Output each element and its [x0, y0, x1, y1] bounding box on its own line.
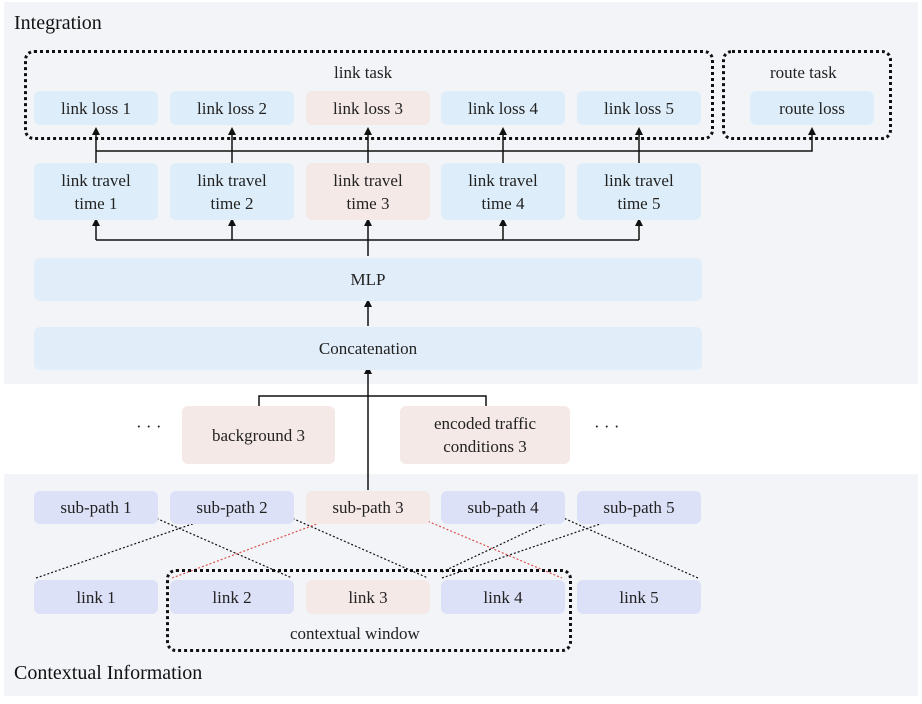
- link-4: link 4: [441, 580, 565, 614]
- cross-line: [35, 521, 199, 579]
- contextual-window: [166, 569, 572, 652]
- link-1: link 1: [34, 580, 158, 614]
- ellipsis-right: · · ·: [594, 417, 620, 436]
- sub-path-4: sub-path 4: [441, 491, 565, 524]
- contextual-window-label: contextual window: [290, 624, 420, 643]
- link-task-label: link task: [334, 63, 393, 82]
- link-loss-1: link loss 1: [34, 91, 158, 125]
- encoded-traffic-conditions-3: encoded traffic conditions 3: [400, 406, 570, 464]
- contextual-title: Contextual Information: [14, 662, 203, 684]
- ellipsis-left: · · ·: [136, 417, 162, 436]
- feature-bracket: [258, 395, 487, 406]
- link-travel-time-3: link travel time 3: [306, 163, 430, 220]
- link-travel-time-5: link travel time 5: [577, 163, 701, 220]
- link-travel-time-1: link travel time 1: [34, 163, 158, 220]
- mlp-block: MLP: [34, 258, 702, 301]
- concatenation-block: Concatenation: [34, 327, 702, 370]
- link-travel-time-4: link travel time 4: [441, 163, 565, 220]
- link-loss-3: link loss 3: [306, 91, 430, 125]
- link-task-group: [24, 50, 714, 140]
- route-loss: route loss: [750, 91, 874, 125]
- integration-title: Integration: [14, 12, 102, 34]
- link-loss-2: link loss 2: [170, 91, 294, 125]
- link-3: link 3: [306, 580, 430, 614]
- link-travel-time-2: link travel time 2: [170, 163, 294, 220]
- link-loss-5: link loss 5: [577, 91, 701, 125]
- link-2: link 2: [170, 580, 294, 614]
- link-loss-4: link loss 4: [441, 91, 565, 125]
- route-task-group: [722, 50, 892, 140]
- link-5: link 5: [577, 580, 701, 614]
- highlight-cross-line: [171, 521, 323, 579]
- sub-path-2: sub-path 2: [170, 491, 294, 524]
- route-task-label: route task: [770, 63, 837, 82]
- sub-path-3: sub-path 3: [306, 491, 430, 524]
- background-3: background 3: [182, 406, 335, 464]
- sub-path-5: sub-path 5: [577, 491, 701, 524]
- sub-path-1: sub-path 1: [34, 491, 158, 524]
